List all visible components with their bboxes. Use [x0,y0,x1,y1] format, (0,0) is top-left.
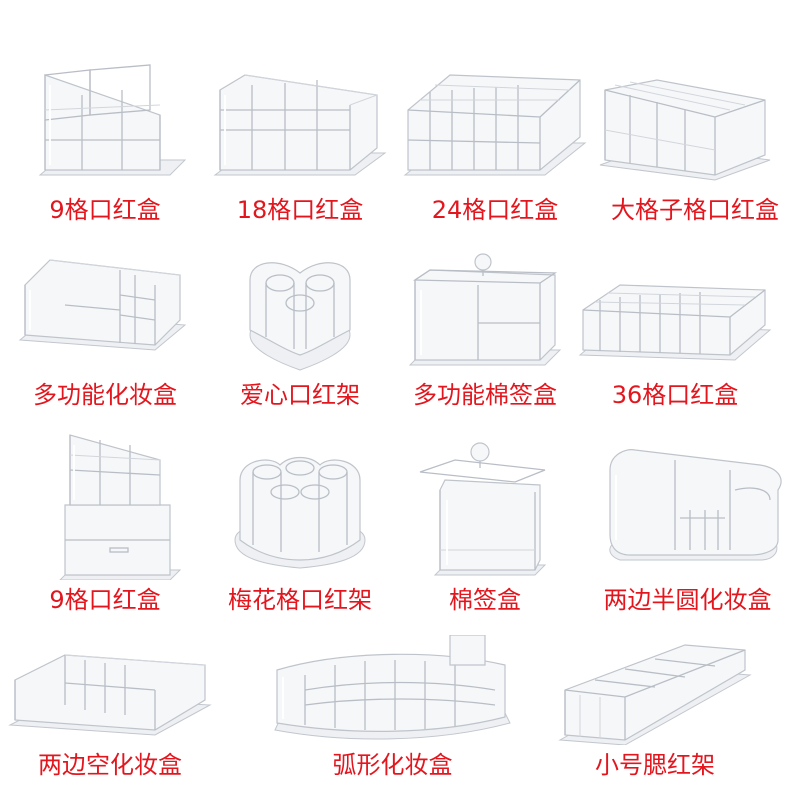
product-cell-plum-holder: 梅花格口红架 [205,430,395,620]
product-label: 爱心口红架 [240,381,360,409]
multi-compartment-organizer-icon [18,259,187,351]
product-cell-18-lipstick: 18格口红盒 [205,55,395,240]
grid-lipstick-box-24-icon [403,74,587,176]
product-label: 大格子格口红盒 [611,196,779,224]
curved-organizer-icon [274,635,511,740]
product-cell-multi-organizer: 多功能化妆盒 [10,245,200,425]
product-cell-open-organizer: 两边空化妆盒 [5,635,215,800]
product-cell-small-blush: 小号腮红架 [555,635,755,800]
product-label: 9格口红盒 [49,196,161,224]
tall-grid-lipstick-box-icon [599,79,771,181]
product-label: 9格口红盒 [49,586,161,614]
product-cell-curved-organizer: 弧形化妆盒 [265,635,520,800]
small-blush-holder-icon [558,644,752,745]
product-label: 36格口红盒 [611,381,739,409]
product-label: 多功能化妆盒 [33,381,177,409]
lipstick-box-with-drawer-icon [59,434,182,580]
product-label: 梅花格口红架 [228,586,372,614]
product-label: 24格口红盒 [431,196,559,224]
heart-lipstick-holder-icon [249,262,351,371]
product-cell-multi-swab-box: 多功能棉签盒 [395,245,575,425]
product-label: 两边半圆化妆盒 [603,586,772,614]
product-cell-9-lipstick: 9格口红盒 [10,55,200,240]
lidded-cotton-swab-box-icon [419,442,547,576]
product-cell-rounded-organizer: 两边半圆化妆盒 [580,430,795,620]
product-cell-36-lipstick: 36格口红盒 [575,245,775,425]
product-label: 两边空化妆盒 [38,751,182,779]
product-label: 棉签盒 [449,586,521,614]
lidded-cotton-swab-box-divided-icon [408,253,562,366]
product-cell-24-lipstick: 24格口红盒 [400,55,590,240]
plum-blossom-lipstick-holder-icon [234,456,366,569]
product-label: 弧形化妆盒 [332,751,453,779]
rounded-end-organizer-icon [609,449,782,561]
tiered-lipstick-box-18-icon [213,74,387,176]
product-cell-large-grid: 大格子格口红盒 [595,55,795,240]
grid-lipstick-box-36-icon [578,284,772,361]
open-sided-organizer-icon [8,654,212,736]
product-cell-9-lipstick-drawer: 9格口红盒 [10,430,200,620]
product-label: 多功能棉签盒 [413,381,557,409]
product-cell-heart-holder: 爱心口红架 [210,245,390,425]
tiered-lipstick-box-9-icon [38,64,187,176]
product-cell-swab-box: 棉签盒 [395,430,575,620]
product-label: 18格口红盒 [236,196,364,224]
product-label: 小号腮红架 [595,751,715,779]
